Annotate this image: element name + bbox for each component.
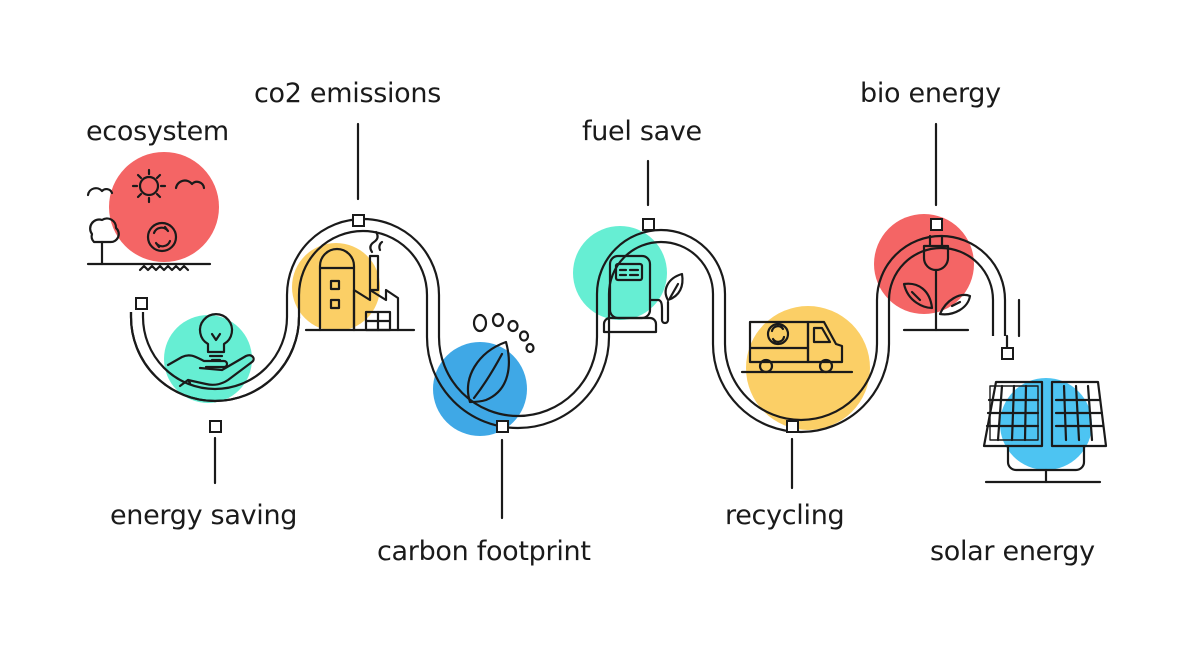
circle-bio-energy — [874, 214, 974, 314]
node-ecosystem — [135, 297, 148, 310]
connector-stems — [213, 122, 1021, 520]
circle-recycling — [746, 306, 870, 430]
lightbulb-hand-icon — [166, 313, 255, 388]
label-co2-emissions: co2 emissions — [254, 78, 441, 109]
plug-plant-icon — [902, 234, 972, 332]
fuel-station-icon — [602, 254, 684, 334]
road-inner-line-2 — [129, 312, 301, 403]
circle-ecosystem — [109, 152, 219, 262]
node-bio-energy — [930, 218, 943, 231]
node-energy-saving — [209, 420, 222, 433]
label-bio-energy: bio energy — [860, 78, 1001, 109]
label-solar-energy: solar energy — [930, 536, 1095, 567]
node-fuel-save — [642, 218, 655, 231]
label-energy-saving: energy saving — [110, 500, 298, 531]
label-recycling: recycling — [725, 500, 845, 531]
label-fuel-save: fuel save — [582, 116, 702, 147]
recycling-truck-icon — [740, 320, 854, 374]
node-carbon-footprint — [496, 420, 509, 433]
node-recycling — [786, 420, 799, 433]
factory-icon — [304, 230, 416, 332]
node-co2-emissions — [352, 214, 365, 227]
ecosystem-icon — [86, 168, 212, 272]
label-carbon-footprint: carbon footprint — [377, 536, 591, 567]
circle-co2-emissions — [292, 243, 380, 331]
winding-road — [129, 217, 1007, 434]
circle-fuel-save — [573, 226, 667, 320]
footprint-leaf-icon — [466, 312, 535, 404]
label-ecosystem: ecosystem — [86, 116, 229, 147]
color-circles — [109, 152, 1092, 470]
solar-panel-icon — [982, 380, 1108, 484]
road-outer-line — [141, 217, 1007, 422]
road-nodes — [135, 214, 1014, 433]
node-solar-energy — [1001, 347, 1014, 360]
